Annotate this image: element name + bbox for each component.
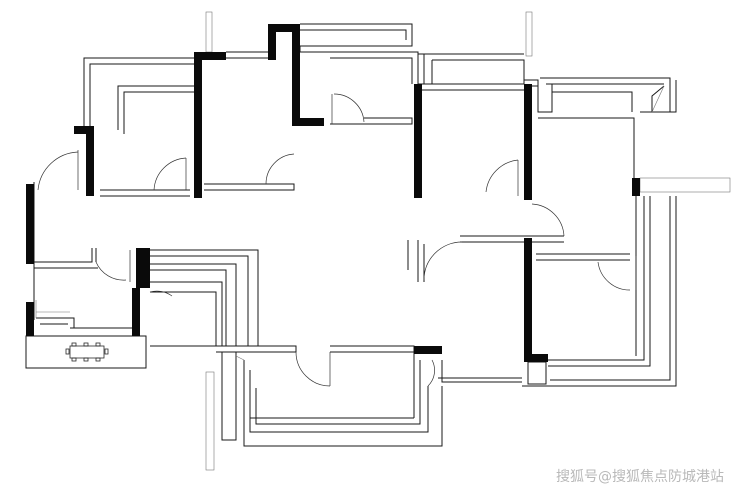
- structural-walls: [26, 24, 640, 362]
- watermark-text: 搜狐号@搜狐焦点防城港站: [556, 469, 724, 485]
- dining-table-icon: [65, 342, 109, 362]
- left-room-fixtures: [35, 300, 70, 318]
- outer-walls: [25, 11, 731, 471]
- door-swings: [37, 93, 637, 387]
